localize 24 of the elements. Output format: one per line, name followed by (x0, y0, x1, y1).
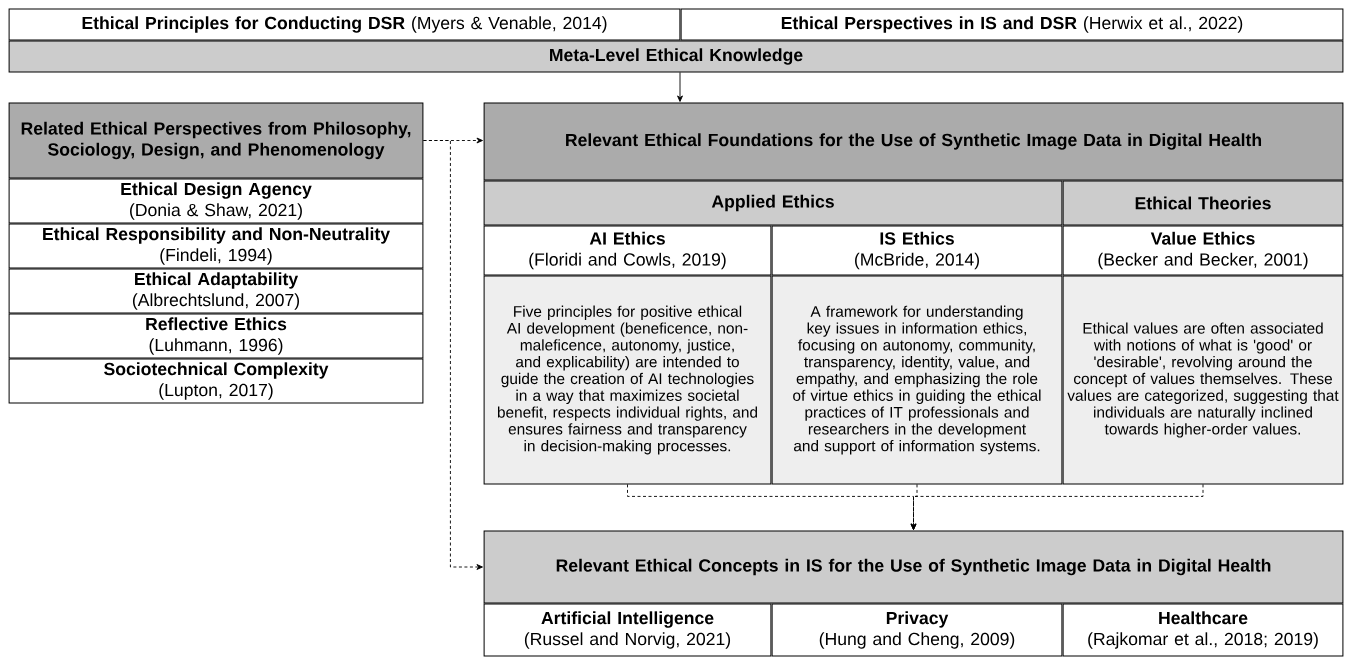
header-cell: Ethical Principles for Conducting DSR (Myers & Venable, 2014) (8, 8, 681, 41)
table-cell: IS Ethics (McBride, 2014) (771, 225, 1063, 276)
description-cell: Ethical values are often associated with notions of what is 'good' or 'desirable', revolving around the concept of values themselves. These values are categorized, suggesting that individuals are naturally inclined towards higher-order values. (1062, 275, 1344, 485)
table-cell: Sociotechnical Complexity (Lupton, 2017) (8, 358, 424, 404)
header-box: Relevant Ethical Concepts in IS for the Use of Synthetic Image Data in Digital Health (483, 530, 1344, 604)
header-box: Relevant Ethical Foundations for the Use of Synthetic Image Data in Digital Health (483, 102, 1344, 181)
table-cell: Ethical Adaptability (Albrechtslund, 2007) (8, 268, 424, 314)
description-cell: A framework for understanding key issues in information ethics, focusing on autonomy, community, transparency, identity, value, and empathy, and emphasizing the role of virtue ethics in guiding the ethical practices of IT professionals and researchers in the development and support of information systems. (771, 275, 1063, 485)
band: Meta-Level Ethical Knowledge (8, 40, 1344, 73)
table-cell: Privacy (Hung and Cheng, 2009) (771, 603, 1063, 657)
table-cell: Healthcare (Rajkomar et al., 2018; 2019) (1062, 603, 1344, 657)
description-cell: Five principles for positive ethical AI development (beneficence, non-maleficence, autonomy, justice, and explicability) are intended to guide the creation of AI technologies in a way that maximizes societal benefit, respects individual rights, and ensures fairness and transparency in decision-making processes. (483, 275, 772, 485)
arrow (677, 71, 683, 102)
table-cell: Ethical Theories (1062, 180, 1344, 226)
arrow (422, 140, 483, 570)
arrow (910, 483, 1204, 530)
header-cell: Ethical Perspectives in IS and DSR (Herwix et al., 2022) (680, 8, 1344, 41)
table-cell: Artificial Intelligence (Russel and Norvig, 2021) (483, 603, 772, 657)
table-cell: Ethical Responsibility and Non-Neutrality (Findeli, 1994) (8, 223, 424, 269)
table-cell: Value Ethics (Becker and Becker, 2001) (1062, 225, 1344, 276)
table-cell: AI Ethics (Floridi and Cowls, 2019) (483, 225, 772, 276)
table-cell: Reflective Ethics (Luhmann, 1996) (8, 313, 424, 359)
header-box: Related Ethical Perspectives from Philosophy, Sociology, Design, and Phenomenology (8, 102, 424, 179)
table-cell: Ethical Design Agency (Donia & Shaw, 2021) (8, 178, 424, 224)
